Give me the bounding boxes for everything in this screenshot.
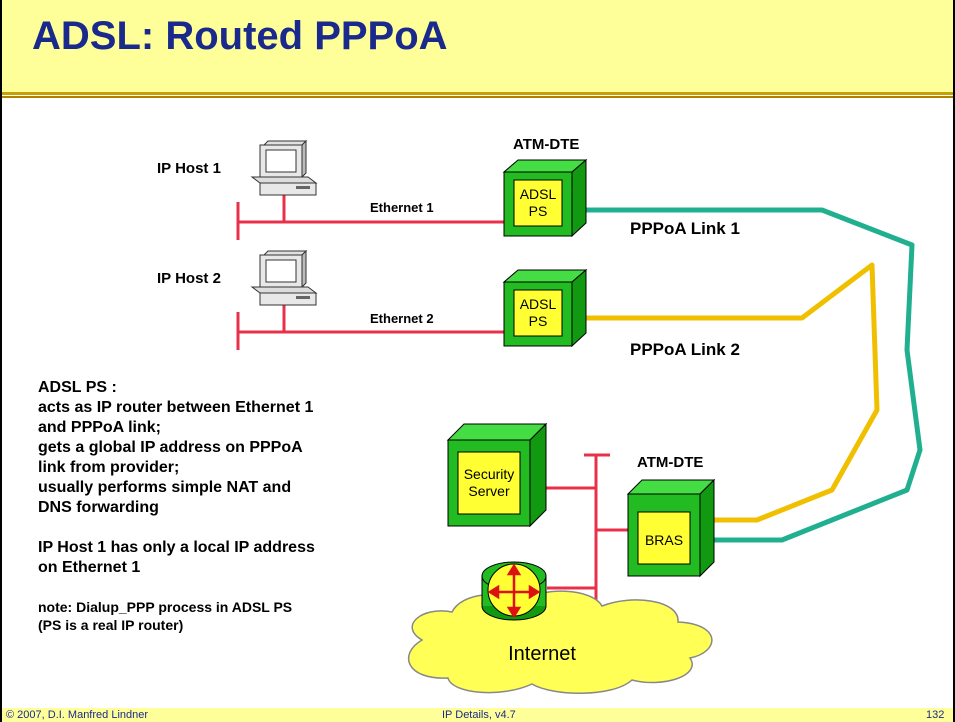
pppoa-link-1-label: PPPoA Link 1: [630, 219, 740, 238]
notes-block-1: ADSL PS : acts as IP router between Ethe…: [38, 378, 418, 518]
note-line: usually performs simple NAT and: [38, 479, 292, 496]
ethernet-2: [236, 305, 504, 350]
ethernet-2-label: Ethernet 2: [370, 311, 434, 326]
note-line: note: Dialup_PPP process in ADSL PS: [38, 599, 293, 615]
adsl-ps-1-line1: ADSL: [520, 186, 557, 202]
footer-copyright: © 2007, D.I. Manfred Lindner: [6, 709, 149, 721]
adsl-ps-1-device: [502, 158, 588, 238]
adsl-ps-1-line2: PS: [529, 203, 548, 219]
footer-center: IP Details, v4.7: [442, 709, 516, 721]
ip-host-2-computer-icon: [250, 249, 318, 306]
internet-label: Internet: [508, 643, 576, 665]
note-line: on Ethernet 1: [38, 559, 141, 576]
ethernet-1-label: Ethernet 1: [370, 200, 434, 215]
adsl-ps-2-device: [502, 268, 588, 348]
security-server-device: [446, 422, 548, 528]
ip-host-2-label: IP Host 2: [157, 270, 221, 287]
footer: © 2007, D.I. Manfred Lindner IP Details,…: [2, 708, 953, 722]
note-line: gets a global IP address on PPPoA: [38, 439, 303, 456]
slide-title: ADSL: Routed PPPoA: [32, 14, 448, 58]
footer-page-number: 132: [926, 709, 945, 721]
bras-label: BRAS: [645, 532, 683, 548]
atm-dte-top-label: ATM-DTE: [513, 136, 579, 153]
adsl-ps-2-line1: ADSL: [520, 296, 557, 312]
ip-host-1-label: IP Host 1: [157, 160, 221, 177]
security-server-line1: Security: [464, 466, 515, 482]
ip-host-1-computer-icon: [250, 139, 318, 196]
note-line: ADSL PS :: [38, 379, 117, 396]
note-line: link from provider;: [38, 459, 180, 476]
note-line: IP Host 1 has only a local IP address: [38, 539, 315, 556]
note-line: acts as IP router between Ethernet 1: [38, 399, 314, 416]
bras-device: [626, 478, 716, 578]
note-line: DNS forwarding: [38, 499, 159, 516]
notes-block-2: IP Host 1 has only a local IP address on…: [38, 538, 418, 578]
pppoa-link-1-line: [582, 207, 923, 543]
adsl-ps-2-line2: PS: [529, 313, 548, 329]
pppoa-link-2-line: [582, 262, 880, 523]
router-icon: [481, 561, 547, 621]
note-line: and PPPoA link;: [38, 419, 161, 436]
security-lan: [540, 453, 628, 610]
ethernet-1: [236, 195, 504, 240]
pppoa-link-2-label: PPPoA Link 2: [630, 340, 740, 359]
note-line: (PS is a real IP router): [38, 617, 184, 633]
atm-dte-bras-label: ATM-DTE: [637, 454, 703, 471]
notes: ADSL PS : acts as IP router between Ethe…: [38, 378, 418, 654]
notes-block-3: note: Dialup_PPP process in ADSL PS (PS …: [38, 598, 418, 634]
title-bar: ADSL: Routed PPPoA: [2, 0, 953, 98]
security-server-line2: Server: [468, 483, 510, 499]
